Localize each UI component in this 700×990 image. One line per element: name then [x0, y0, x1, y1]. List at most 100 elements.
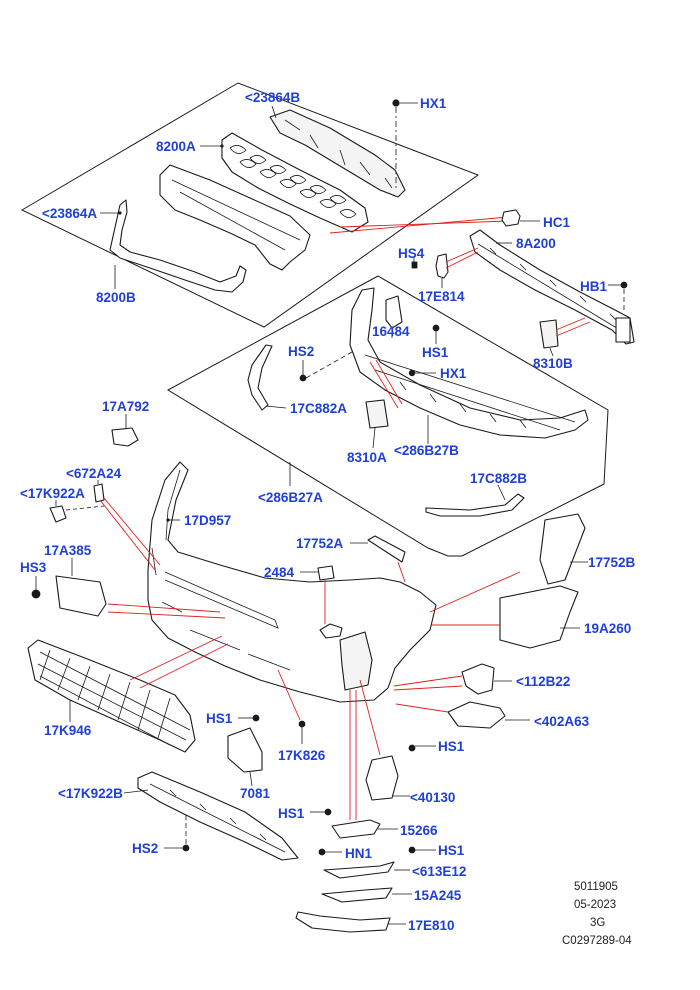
- label-hc1[interactable]: HC1: [543, 215, 570, 230]
- hs1-fastener-left-icon[interactable]: [252, 714, 260, 722]
- label-15266[interactable]: 15266: [400, 823, 438, 838]
- grille-surround-part[interactable]: [159, 164, 311, 271]
- hs1-fastener-bottom-icon[interactable]: [408, 846, 416, 854]
- impact-pad-8310b-part[interactable]: [539, 319, 559, 349]
- label-hb1[interactable]: HB1: [580, 279, 607, 294]
- bracket-17752b-part[interactable]: [539, 513, 586, 585]
- label-7081[interactable]: 7081: [240, 786, 271, 801]
- label-672a24[interactable]: <672A24: [66, 466, 122, 481]
- label-40130[interactable]: <40130: [410, 790, 455, 805]
- label-17a792[interactable]: 17A792: [102, 399, 149, 414]
- undertray-17k922b-part[interactable]: [137, 771, 299, 861]
- red-leader-17k946-b: [139, 643, 229, 689]
- hs2-fastener-mid-icon[interactable]: [299, 374, 307, 382]
- bracket-17a792-part[interactable]: [111, 427, 139, 447]
- label-17a385[interactable]: 17A385: [44, 543, 92, 558]
- front-bumper-cover-part[interactable]: [147, 461, 437, 703]
- hs4-fastener-icon[interactable]: [411, 261, 418, 269]
- label-17d957[interactable]: 17D957: [184, 513, 231, 528]
- label-hx1-mid[interactable]: HX1: [440, 366, 467, 381]
- label-hs1-left[interactable]: HS1: [206, 711, 233, 726]
- dot-8200a: [220, 144, 224, 148]
- label-17e814[interactable]: 17E814: [418, 289, 465, 304]
- label-8200a[interactable]: 8200A: [156, 139, 196, 154]
- upper-grille-seal-part[interactable]: [269, 109, 406, 198]
- label-8310b[interactable]: 8310B: [533, 356, 573, 371]
- label-8200b[interactable]: 8200B: [96, 290, 136, 305]
- label-112b22[interactable]: <112B22: [516, 674, 570, 689]
- label-17c882b[interactable]: 17C882B: [470, 471, 527, 486]
- label-23864b[interactable]: <23864B: [245, 90, 300, 105]
- bracket-17752a-part[interactable]: [367, 535, 406, 563]
- hc1-clip-part[interactable]: [501, 209, 521, 227]
- cover-40130-part[interactable]: [365, 755, 399, 801]
- impact-pad-8310a-part[interactable]: [365, 399, 389, 429]
- part-15266[interactable]: [331, 819, 381, 839]
- sensor-2484-part[interactable]: [317, 565, 335, 581]
- leader-23864b: [271, 105, 277, 119]
- label-17752a[interactable]: 17752A: [296, 536, 344, 551]
- dash-line-17k922a: [65, 505, 105, 511]
- label-hs2-mid[interactable]: HS2: [288, 344, 314, 359]
- trim-17e810-part[interactable]: [295, 911, 391, 933]
- hs1-fastener-right-icon[interactable]: [408, 744, 416, 752]
- trim-613e12-part[interactable]: [323, 861, 395, 879]
- label-hs1-bottom[interactable]: HS1: [438, 843, 465, 858]
- hs1-fastener-mid-icon[interactable]: [432, 324, 440, 332]
- label-286b27a[interactable]: <286B27A: [258, 490, 323, 505]
- label-17c882a[interactable]: 17C882A: [290, 401, 347, 416]
- label-hn1[interactable]: HN1: [345, 846, 372, 861]
- label-286b27b[interactable]: <286B27B: [394, 443, 459, 458]
- label-17k922b[interactable]: <17K922B: [58, 786, 123, 801]
- label-17k826[interactable]: 17K826: [278, 748, 326, 763]
- hs3-fastener-icon[interactable]: [31, 589, 41, 599]
- lower-strip-17c882b-part[interactable]: [425, 493, 525, 517]
- label-17k946[interactable]: 17K946: [44, 723, 92, 738]
- lower-grille-seal-part[interactable]: [109, 199, 247, 293]
- label-hs3[interactable]: HS3: [20, 560, 47, 575]
- label-17k922a[interactable]: <17K922A: [20, 486, 85, 501]
- hx1-fastener-mid-icon[interactable]: [408, 369, 416, 377]
- part-17k922a[interactable]: [49, 505, 67, 523]
- hn1-fastener-icon[interactable]: [318, 848, 326, 856]
- part-672a24[interactable]: [93, 483, 105, 503]
- red-leader-17e814-a: [445, 247, 479, 263]
- label-hs1-lower[interactable]: HS1: [278, 806, 305, 821]
- hs1-fastener-lower-icon[interactable]: [324, 808, 332, 816]
- license-plate-bracket-17a385-part[interactable]: [55, 575, 107, 617]
- label-15a245[interactable]: 15A245: [414, 888, 462, 903]
- cover-402a63-part[interactable]: [447, 701, 506, 729]
- label-hs2-lower[interactable]: HS2: [132, 841, 158, 856]
- front-grille-mesh-part[interactable]: [221, 132, 369, 233]
- fastener-17k826-icon[interactable]: [298, 720, 306, 728]
- bracket-17e814-part[interactable]: [435, 253, 449, 279]
- label-613e12[interactable]: <613E12: [412, 864, 466, 879]
- label-17752b[interactable]: 17752B: [588, 555, 636, 570]
- label-hx1-top[interactable]: HX1: [420, 96, 447, 111]
- label-19a260[interactable]: 19A260: [584, 621, 631, 636]
- label-8a200[interactable]: 8A200: [516, 236, 556, 251]
- lower-bumper-support-part[interactable]: [349, 287, 589, 439]
- hs2-fastener-lower-icon[interactable]: [182, 844, 190, 852]
- bracket-112b22-part[interactable]: [461, 663, 495, 695]
- label-17e810[interactable]: 17E810: [408, 918, 455, 933]
- hb1-fastener-icon[interactable]: [620, 281, 628, 289]
- label-16484[interactable]: 16484: [372, 324, 410, 339]
- bumper-reinforcement-beam-part[interactable]: [469, 229, 635, 345]
- label-hs4[interactable]: HS4: [398, 246, 425, 261]
- side-strip-17c882a-part[interactable]: [247, 344, 273, 411]
- label-23864a[interactable]: <23864A: [42, 206, 97, 221]
- trim-15a245-part[interactable]: [321, 887, 393, 903]
- hx1-fastener-top-icon[interactable]: [392, 99, 400, 107]
- bracket-7081-part[interactable]: [227, 727, 263, 773]
- label-2484[interactable]: 2484: [264, 565, 295, 580]
- label-hs1-right[interactable]: HS1: [438, 739, 465, 754]
- leader-17c882a: [265, 405, 287, 409]
- label-8310a[interactable]: 8310A: [347, 450, 387, 465]
- label-402a63[interactable]: <402A63: [534, 714, 590, 729]
- side-bracket-19a260-part[interactable]: [499, 585, 579, 649]
- bracket-16484-part[interactable]: [385, 295, 403, 329]
- label-hs1-mid[interactable]: HS1: [422, 345, 449, 360]
- red-leader-40130: [359, 679, 381, 756]
